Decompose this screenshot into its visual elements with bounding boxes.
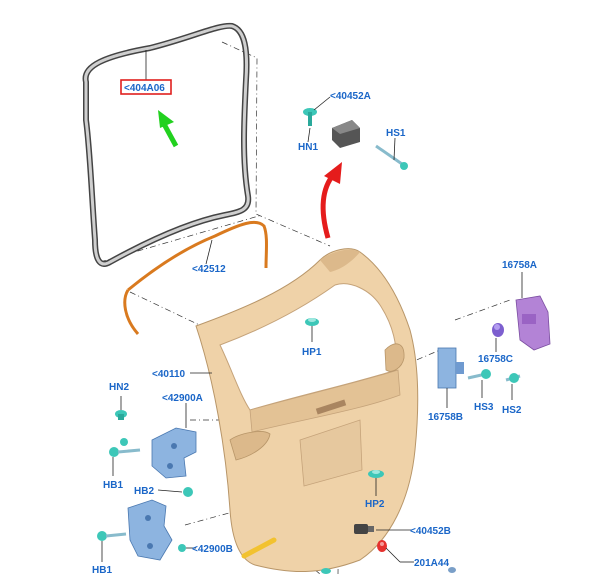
yellow-strut[interactable]	[241, 537, 277, 559]
hinge-a-label[interactable]: <42900A	[162, 393, 203, 404]
hs2-screw[interactable]	[505, 373, 521, 383]
hs1-label[interactable]: HS1	[386, 128, 406, 139]
top-bracket[interactable]	[332, 120, 360, 148]
hn2-label[interactable]: HN2	[109, 382, 129, 393]
hn1-clip[interactable]	[303, 108, 317, 126]
hb1-top-label[interactable]: HB1	[103, 480, 123, 491]
red-arrow-icon	[320, 162, 342, 239]
hb1-bottom-label[interactable]: HB1	[92, 565, 112, 574]
hs3-screw[interactable]	[467, 369, 491, 380]
door-label[interactable]: <40110	[152, 369, 186, 380]
upper-moulding[interactable]	[123, 220, 268, 335]
bottom-bracket[interactable]	[354, 524, 374, 534]
hp2-label[interactable]: HP2	[365, 499, 385, 510]
hb2-label[interactable]: HB2	[134, 486, 154, 497]
hp2-pad[interactable]	[368, 470, 384, 478]
hinge-b-label[interactable]: <42900B	[192, 544, 233, 555]
tailgate-door[interactable]	[195, 248, 419, 573]
part-201-label[interactable]: 201A44	[414, 558, 449, 569]
hn1-label[interactable]: HN1	[298, 142, 318, 153]
moulding-label[interactable]: <42512	[192, 264, 226, 275]
latch-b-label[interactable]: 16758B	[428, 412, 463, 423]
latch-16758c[interactable]	[492, 323, 504, 337]
seal-label-highlight	[120, 79, 172, 95]
bracket-bottom-label[interactable]: <40452B	[410, 526, 451, 537]
hs3-label[interactable]: HS3	[474, 402, 494, 413]
bottom-fasteners	[321, 567, 456, 574]
hb-bolt-lower[interactable]	[97, 531, 186, 552]
hb2-bolt[interactable]	[183, 487, 193, 497]
hp1-label[interactable]: HP1	[302, 347, 322, 358]
hn2-nut[interactable]	[115, 410, 127, 420]
hs2-label[interactable]: HS2	[502, 405, 522, 416]
latch-label[interactable]: 16758A	[502, 260, 537, 271]
latch-16758a[interactable]	[515, 295, 551, 351]
hinge-42900a[interactable]	[151, 427, 197, 479]
hb1-bolt-top[interactable]	[109, 438, 141, 457]
bracket-top-label[interactable]: <40452A	[330, 91, 371, 102]
seal-label[interactable]: <404A06	[124, 83, 165, 94]
green-arrow-icon	[158, 110, 179, 148]
door-seal[interactable]	[82, 22, 252, 267]
hinge-42900b[interactable]	[127, 499, 173, 561]
hs1-screw[interactable]	[375, 144, 408, 170]
latch-16758b[interactable]	[437, 347, 464, 389]
part-201a44[interactable]	[377, 540, 387, 552]
latch-c-label[interactable]: 16758C	[478, 354, 513, 365]
hp1-pad[interactable]	[305, 318, 319, 326]
